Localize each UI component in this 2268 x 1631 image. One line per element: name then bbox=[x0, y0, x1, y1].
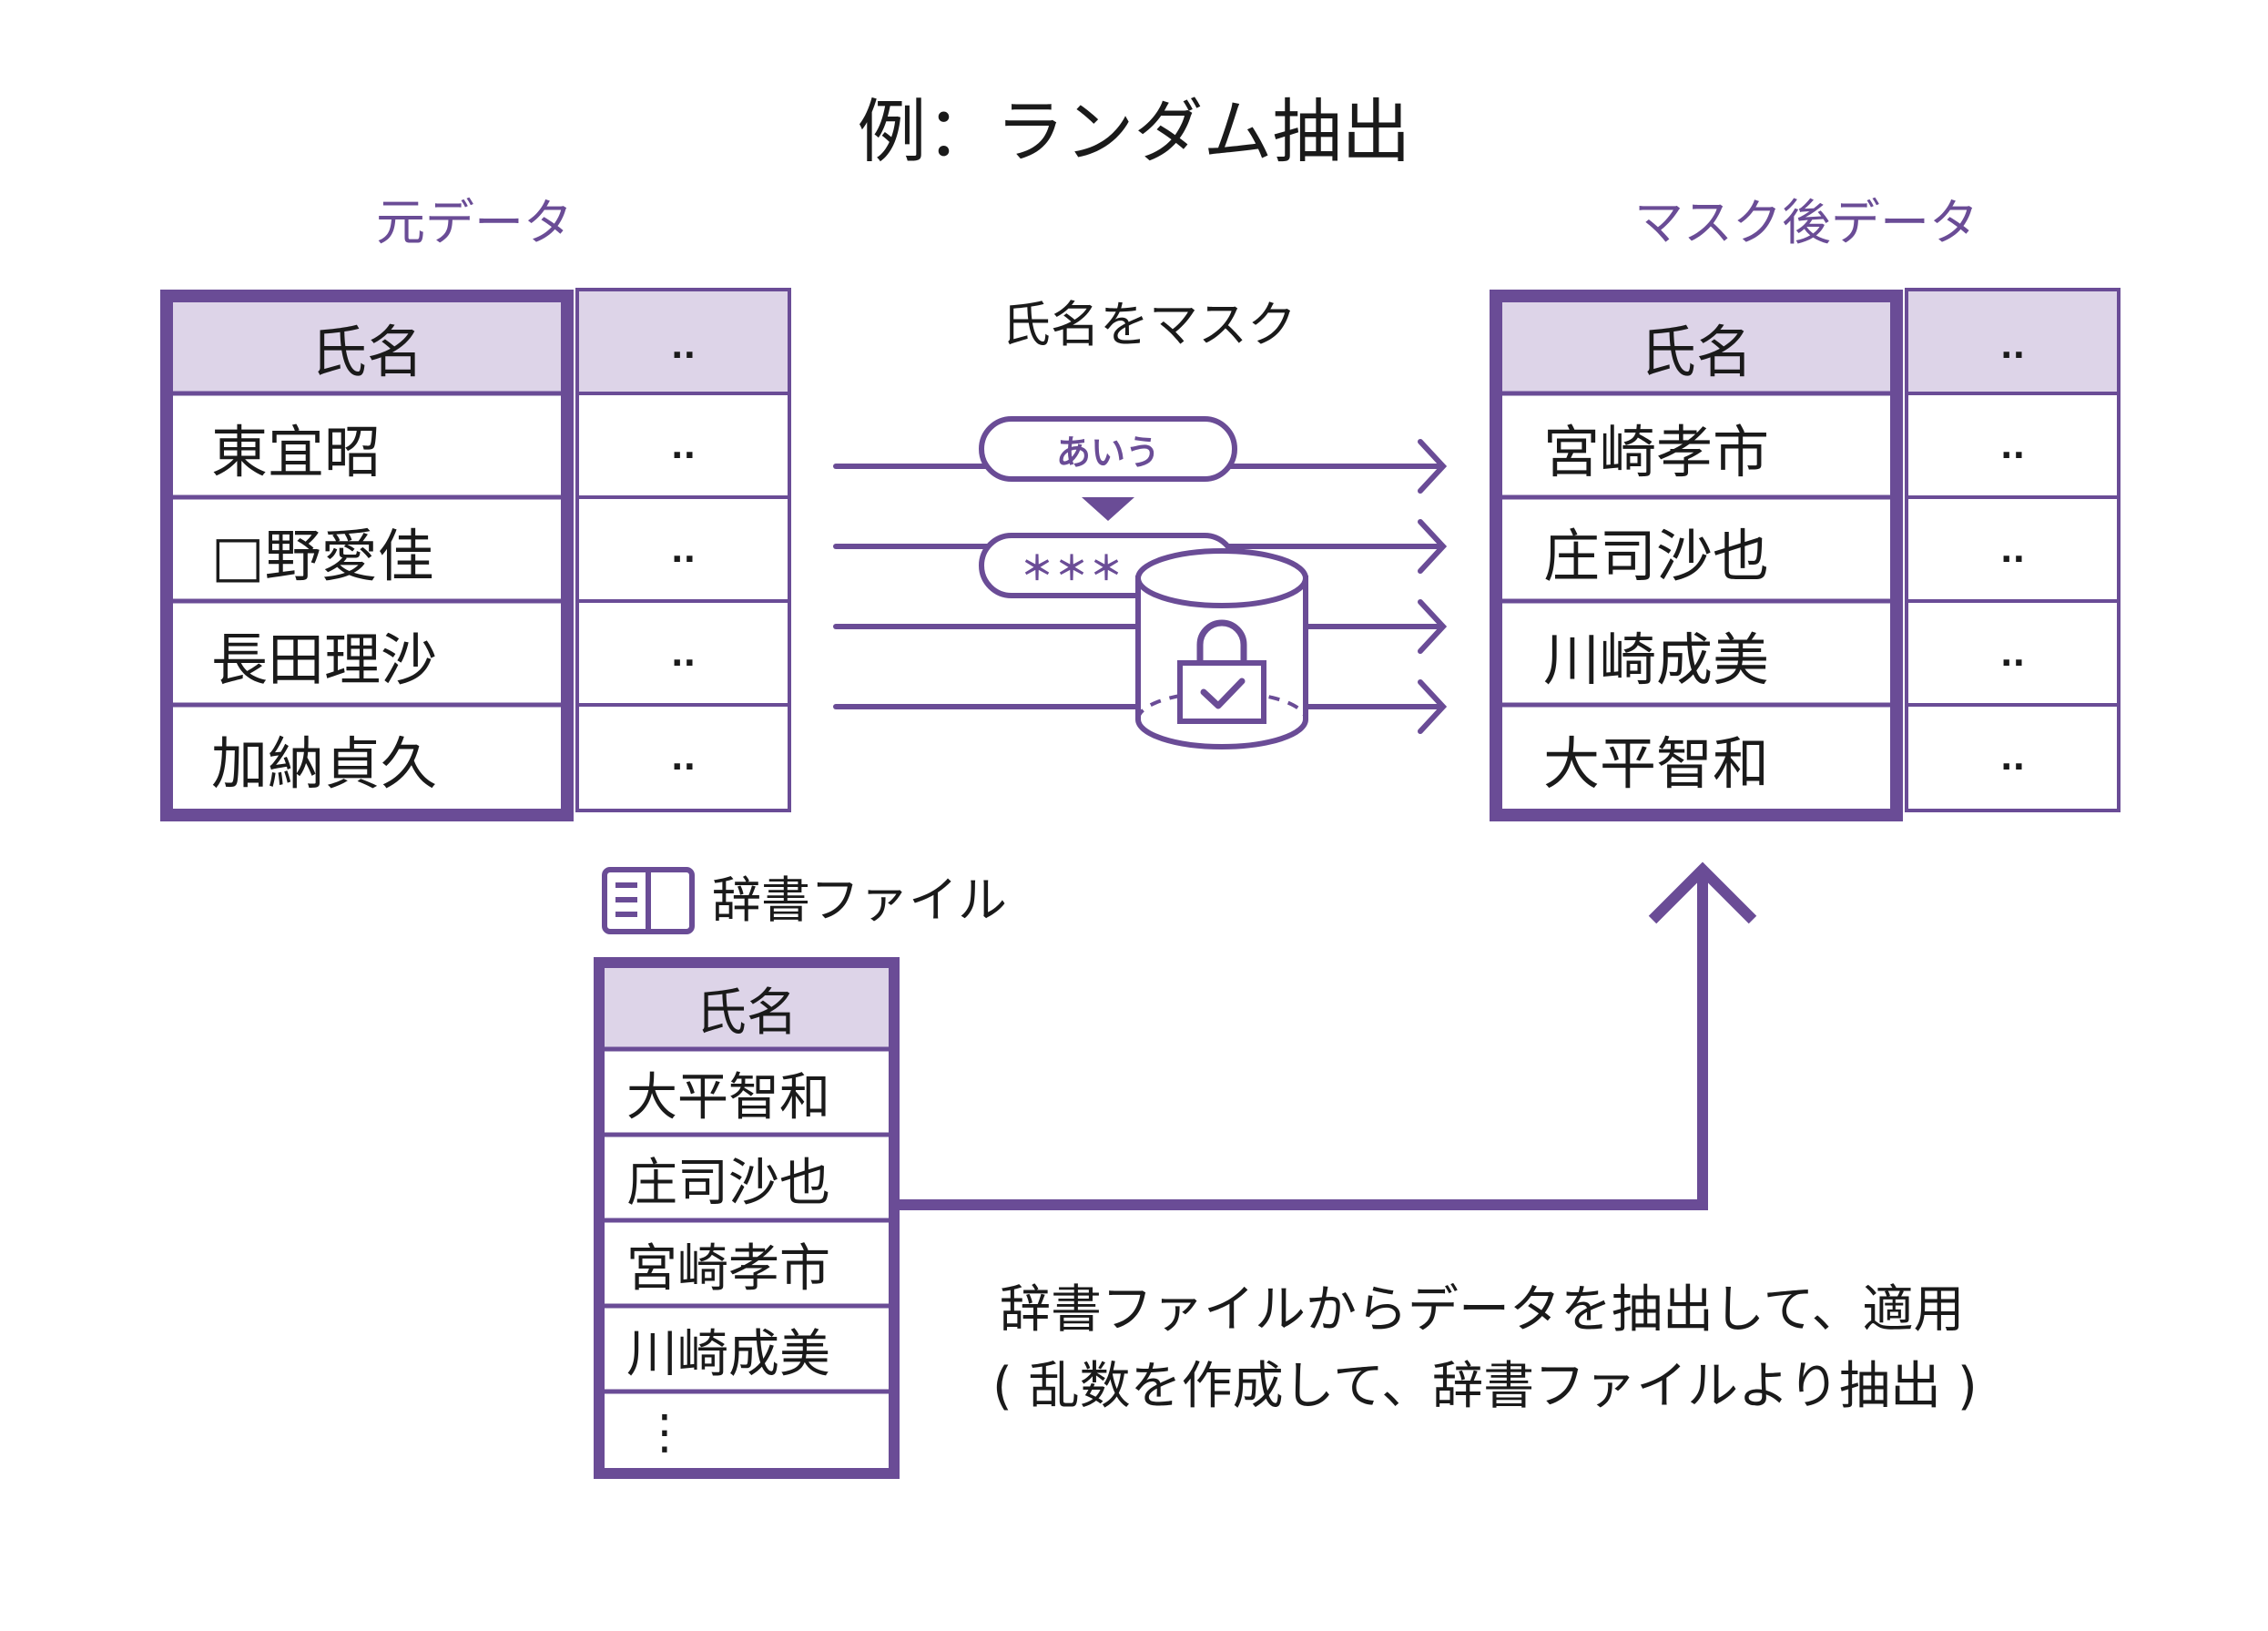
apply-connector-arrow bbox=[900, 861, 1757, 1210]
masked-name-cell: 大平智和 bbox=[1543, 730, 1770, 797]
dictionary-table-frame bbox=[594, 957, 900, 1479]
source-other-cell: .. bbox=[670, 739, 697, 778]
transform-arrow-icon bbox=[1082, 497, 1134, 521]
source-caption: 元データ bbox=[376, 194, 573, 251]
masked-table-frame bbox=[1490, 288, 2121, 821]
source-name-cell: 加納貞久 bbox=[211, 730, 438, 797]
dictionary-name-cell: 庄司沙也 bbox=[626, 1153, 830, 1213]
source-header-name: 氏名 bbox=[310, 319, 423, 385]
before-mask-pill bbox=[979, 416, 1237, 482]
masked-name-cell: 川崎成美 bbox=[1543, 627, 1770, 693]
source-name-cell: □野愛佳 bbox=[211, 523, 434, 589]
source-table-frame bbox=[160, 288, 791, 821]
dictionary-name-cell: 大平智和 bbox=[626, 1067, 830, 1127]
page-title: 例：ランダム抽出 bbox=[857, 91, 1411, 172]
dictionary-name-cell: 宮崎孝市 bbox=[626, 1239, 830, 1299]
after-mask-text: ＊＊＊ bbox=[1020, 550, 1124, 587]
masked-other-cell: .. bbox=[1999, 739, 2026, 778]
masked-name-cell: 宮崎孝市 bbox=[1543, 419, 1770, 485]
dictionary-more-indicator: ⋮ bbox=[641, 1405, 688, 1460]
masked-other-cell: .. bbox=[1999, 428, 2026, 466]
masked-header-other: .. bbox=[1999, 328, 2026, 366]
masked-header-name: 氏名 bbox=[1639, 319, 1753, 385]
masked-caption: マスク後データ bbox=[1634, 194, 1978, 251]
source-other-cell: .. bbox=[670, 532, 697, 570]
source-other-cell: .. bbox=[670, 428, 697, 466]
source-header-other: .. bbox=[670, 328, 697, 366]
dictionary-name-cell: 川崎成美 bbox=[626, 1324, 830, 1384]
masked-other-cell: .. bbox=[1999, 532, 2026, 570]
dictionary-header: 氏名 bbox=[696, 983, 798, 1043]
book-icon bbox=[602, 867, 695, 934]
masked-name-cell: 庄司沙也 bbox=[1543, 523, 1770, 589]
database-lock-icon bbox=[1135, 548, 1308, 749]
source-name-cell: 長田理沙 bbox=[211, 627, 438, 693]
source-name-cell: 東宜昭 bbox=[211, 419, 381, 485]
dictionary-caption: 辞書ファイル bbox=[712, 872, 1007, 929]
mask-process-label: 氏名をマスク bbox=[1002, 296, 1297, 353]
source-other-cell: .. bbox=[670, 636, 697, 674]
masked-other-cell: .. bbox=[1999, 636, 2026, 674]
description-line-2: ( 乱数を作成して、辞書ファイルより抽出 ) bbox=[992, 1357, 1978, 1416]
before-mask-text: あいう bbox=[1055, 432, 1160, 473]
description-line-1: 辞書ファイルからデータを抽出して、適用 bbox=[1000, 1280, 1965, 1340]
